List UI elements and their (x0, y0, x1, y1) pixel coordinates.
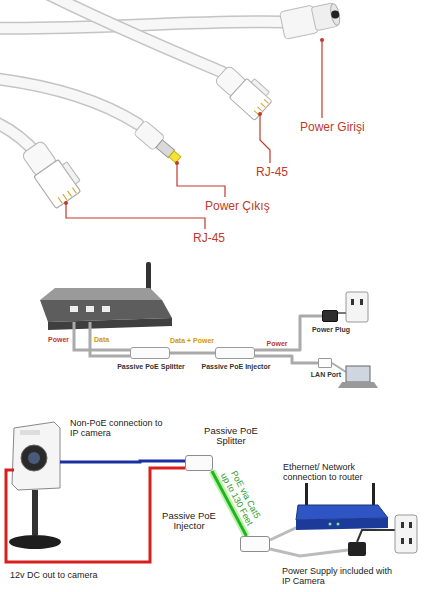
blue-router (296, 483, 388, 530)
outlet-socket (409, 522, 412, 528)
node-label: Passive PoE Splitter (203, 426, 259, 447)
dc-jack (279, 0, 342, 39)
node-label: Passive PoE Injector (194, 363, 278, 371)
device-node: Passive PoE Injector (240, 536, 270, 552)
camera-lens-glass (28, 452, 40, 464)
callout-label: Power Çıkış (205, 200, 270, 214)
camera-lens (21, 445, 47, 471)
callout-label: Power (48, 336, 69, 344)
node-label: Power Plug (307, 326, 355, 334)
outlet-socket (401, 522, 404, 528)
network-wire (60, 461, 185, 462)
cable-bundle (0, 0, 285, 155)
cable-body (40, 0, 222, 72)
device-node: LAN Port (318, 358, 332, 368)
router-front (296, 518, 388, 530)
camera-top (20, 430, 40, 435)
dc-wire (6, 468, 185, 562)
plug-tip (169, 151, 181, 163)
outlet-socket (360, 299, 363, 305)
lan-cable (332, 363, 346, 372)
power-adapter (348, 542, 366, 556)
cable-connector (255, 356, 318, 363)
cable-label: Data + Power (170, 337, 214, 345)
device-node: Passive PoE Splitter (185, 455, 213, 471)
cable-label: Power (266, 340, 287, 348)
callout-label: RJ-45 (193, 232, 225, 246)
jack-face (329, 3, 341, 26)
ip-camera (9, 422, 61, 549)
router-top (296, 505, 388, 520)
power-cable (270, 549, 348, 556)
router (40, 262, 172, 330)
leader-line (66, 203, 205, 229)
cable-line (255, 356, 318, 363)
leader-dot (64, 201, 68, 205)
rj45-plug (213, 60, 275, 121)
adapter-cord (357, 530, 395, 542)
callout-label: RJ-45 (256, 166, 288, 180)
router-top (40, 288, 162, 300)
router-base (48, 318, 172, 330)
jack-hole (330, 10, 339, 19)
cable-outline (0, 22, 285, 29)
callout-label: Power Girişi (300, 121, 365, 135)
node-label: Passive PoE Splitter (109, 363, 193, 371)
callout-label: Non-PoE connection to IP camera (70, 418, 170, 439)
node-label: LAN Port (307, 371, 345, 379)
laptop-base (338, 382, 378, 388)
cable-line (170, 352, 215, 355)
power-cable (74, 322, 130, 350)
device-node: Passive PoE Injector (215, 347, 255, 359)
outlet-socket (401, 538, 404, 544)
power-supply (348, 515, 417, 556)
rj45-plug (19, 135, 85, 208)
router-port (86, 306, 94, 312)
plug-prong (338, 312, 346, 314)
laptop-screen (346, 366, 370, 382)
leader-dot (175, 161, 179, 165)
camera-wires (6, 461, 185, 562)
outlet-socket (351, 299, 354, 305)
leader-lines (66, 40, 322, 229)
node-label: Passive PoE Injector (161, 511, 217, 532)
router-light (329, 523, 332, 526)
leader-line (177, 163, 225, 197)
leader-line (260, 114, 270, 163)
cable-body (0, 22, 285, 29)
callout-label: 12v DC out to camera (10, 570, 98, 580)
dc-plug (133, 120, 184, 167)
data-cable (90, 322, 130, 356)
cable-body (0, 78, 138, 124)
outlet-socket (409, 538, 412, 544)
router-antenna (305, 483, 308, 505)
camera-stand (32, 490, 38, 535)
camera-body (12, 422, 60, 490)
callout-label: Ethernet/ Network connection to router (283, 462, 388, 483)
outlet-plate (346, 292, 368, 322)
device-node: Passive PoE Splitter (130, 347, 170, 359)
cable-connector (170, 353, 215, 354)
wall-outlet (338, 292, 368, 322)
callout-label: Data (94, 336, 109, 344)
leader-dot (320, 38, 324, 42)
device-node: Power Plug (322, 310, 338, 322)
leader-dots (64, 38, 324, 205)
router-antenna (372, 483, 375, 505)
outlet-plate (395, 515, 417, 553)
leader-dot (258, 112, 262, 116)
cable-outline (40, 0, 222, 72)
cable-outline (0, 78, 138, 124)
router-cables (74, 322, 130, 356)
router-port (70, 306, 78, 312)
router-light (337, 523, 340, 526)
camera-base (9, 535, 61, 549)
leader-line (321, 40, 322, 118)
callout-label: Power Supply included with IP Camera (282, 566, 394, 587)
router-port (102, 306, 110, 312)
